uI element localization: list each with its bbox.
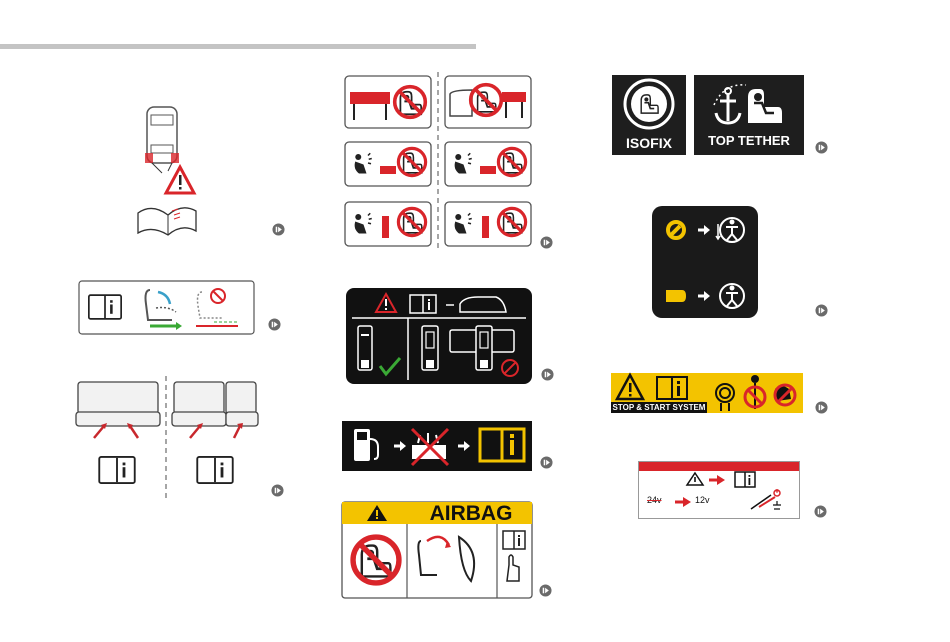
page-link-icon[interactable] (539, 584, 552, 597)
warning-manual-vehicle-label (346, 288, 532, 384)
rear-bench-isofix-illustration (72, 376, 272, 501)
page-link-icon[interactable] (540, 236, 553, 249)
seatbelt-status-panel (652, 206, 758, 318)
child-seat-positions-grid (344, 72, 532, 250)
page-link-icon[interactable] (540, 456, 553, 469)
page-link-icon[interactable] (815, 401, 828, 414)
header-rule (0, 44, 476, 49)
car-manual-warning-illustration (130, 103, 200, 243)
page-link-icon[interactable] (271, 484, 284, 497)
page-link-icon[interactable] (814, 505, 827, 518)
page-link-icon[interactable] (815, 304, 828, 317)
stop-start-label: STOP & START SYSTEM (611, 373, 803, 413)
isofix-text: ISOFIX (612, 135, 686, 151)
voltage-12-text: 12v (695, 495, 710, 505)
airbag-warning-label: AIRBAG (341, 501, 533, 599)
page-link-icon[interactable] (272, 223, 285, 236)
page-link-icon[interactable] (815, 141, 828, 154)
airbag-title: AIRBAG (430, 502, 513, 525)
isofix-label: ISOFIX (612, 75, 686, 155)
battery-voltage-label: 24v 12v (638, 461, 800, 519)
voltage-24-text: 24v (647, 495, 662, 505)
page-link-icon[interactable] (268, 318, 281, 331)
fuel-type-label (342, 421, 532, 471)
label-red-band (639, 462, 799, 471)
seat-position-label (78, 280, 255, 336)
top-tether-text: TOP TETHER (694, 133, 804, 149)
stop-start-text: STOP & START SYSTEM (611, 402, 707, 413)
top-tether-label: TOP TETHER (694, 75, 804, 155)
page-link-icon[interactable] (541, 368, 554, 381)
